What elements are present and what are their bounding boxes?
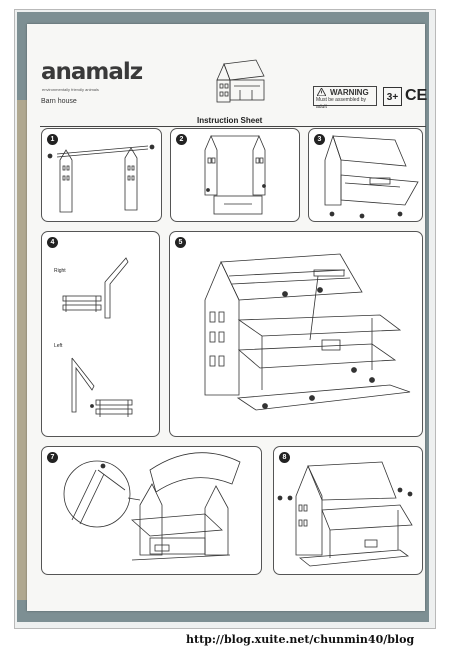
step-2-illustration	[204, 134, 266, 215]
brand-tagline: environmentally friendly animals	[42, 87, 99, 92]
product-name: Barn house	[41, 98, 77, 105]
warning-title: WARNING	[330, 88, 369, 97]
step-8-illustration	[277, 461, 413, 567]
step-number-7: 7	[47, 452, 58, 463]
watermark-url: http://blog.xuite.net/chunmin40/blog	[186, 633, 415, 646]
step-1-illustration	[47, 144, 155, 213]
step-number-2: 2	[176, 134, 187, 145]
step-5-panel	[169, 231, 423, 437]
warning-triangle-icon	[317, 88, 326, 96]
step-7-illustration	[63, 452, 241, 561]
step-2-panel	[170, 128, 300, 222]
brand-logo: anamalz	[41, 59, 143, 85]
step-number-1: 1	[47, 134, 58, 145]
step-5-illustration	[204, 253, 411, 411]
side-strip	[17, 100, 27, 600]
age-badge: 3+	[383, 87, 402, 106]
step-4-left-label: Left	[54, 343, 63, 349]
step-3-illustration	[324, 134, 419, 219]
step-4-panel	[41, 231, 160, 437]
step-3-panel	[308, 128, 423, 222]
step-4-illustration	[62, 257, 133, 417]
warning-box: WARNING Must be assembled by adult	[313, 86, 377, 110]
step-4-right-label: Right	[54, 268, 66, 274]
ce-mark: CE	[405, 87, 428, 104]
step-number-5: 5	[175, 237, 186, 248]
step-number-8: 8	[279, 452, 290, 463]
step-number-3: 3	[314, 134, 325, 145]
step-number-4: 4	[47, 237, 58, 248]
warning-text: Must be assembled by adult	[316, 97, 367, 110]
sheet-title: Instruction Sheet	[197, 116, 263, 125]
title-divider	[40, 126, 426, 127]
step-1-panel	[41, 128, 162, 222]
